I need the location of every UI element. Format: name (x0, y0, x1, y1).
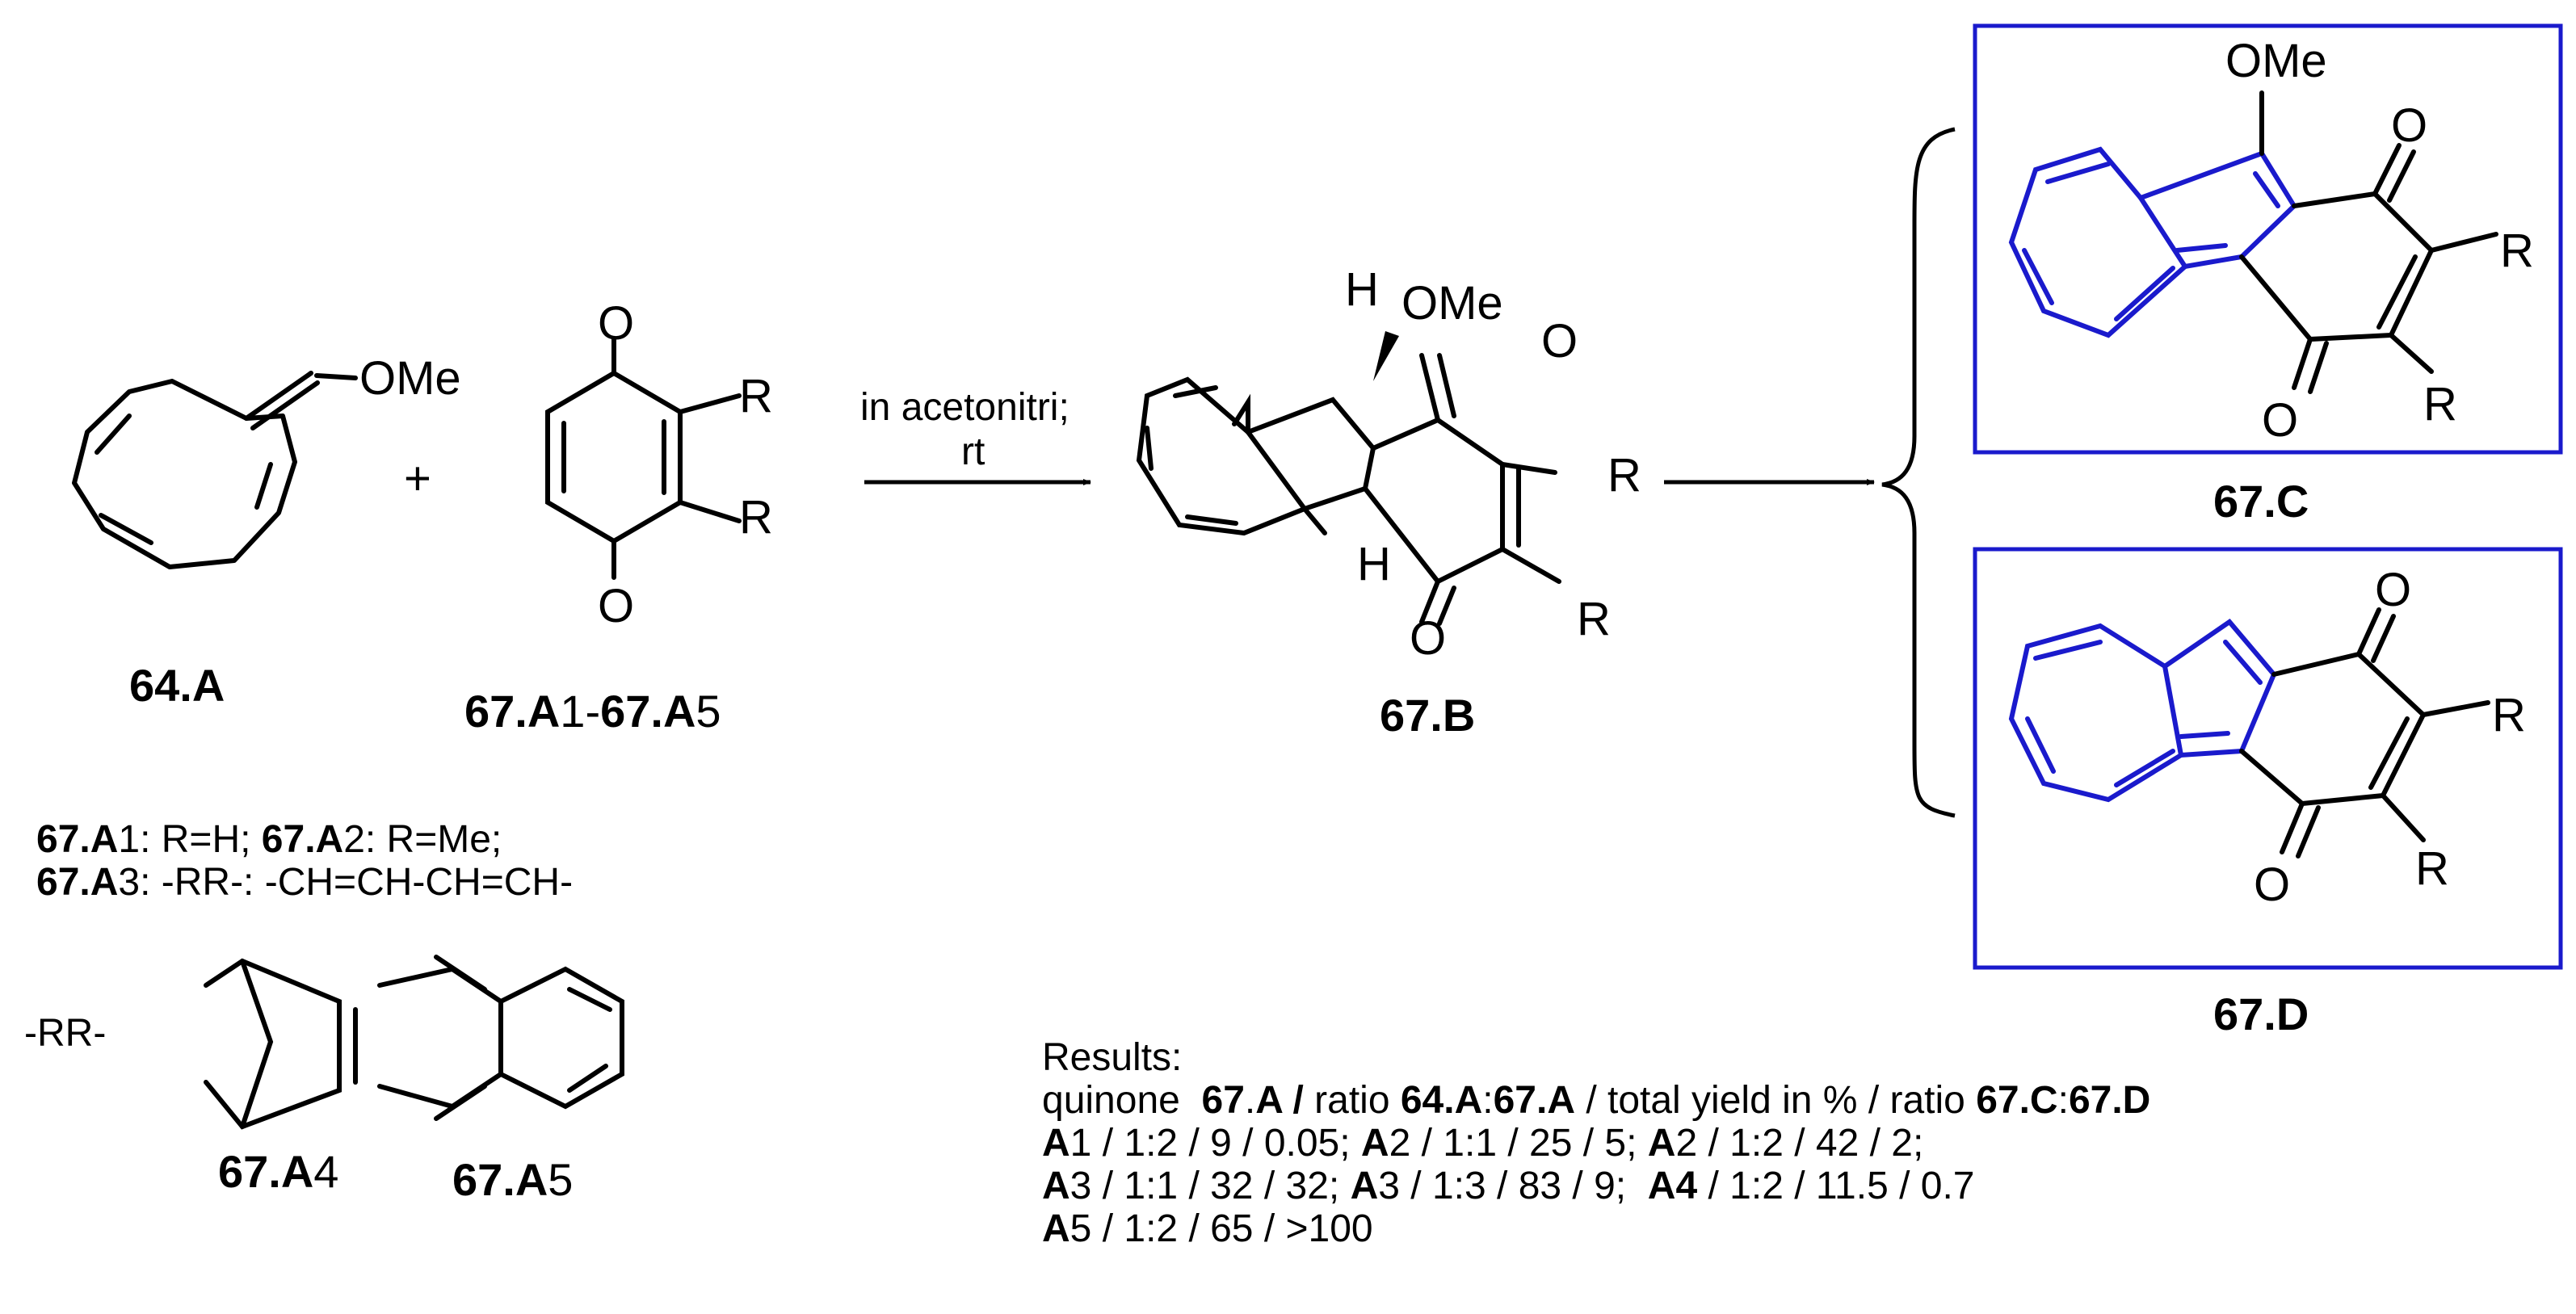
67D-r-right: R (2492, 689, 2526, 741)
text-segment: 64.A (1401, 1079, 1482, 1122)
text-segment: 67.D (2069, 1079, 2150, 1122)
67B-oxygen-top: O (1541, 315, 1578, 367)
64A-ome-label: OMe (359, 352, 461, 405)
text-segment: 67.A (1494, 1079, 1575, 1122)
text-segment: : (2058, 1079, 2069, 1122)
text-segment: A (1042, 1207, 1070, 1250)
67B-oxygen-bottom: O (1410, 612, 1446, 665)
text-segment: 2: R=Me; (343, 818, 502, 861)
67B-h-top: H (1345, 263, 1379, 316)
text-segment: 67.A (36, 818, 118, 861)
text-segment: 3 / 1:3 / 83 / 9; (1378, 1165, 1648, 1207)
text-segment: : (1482, 1079, 1493, 1122)
results-header-row: quinone 67.A / ratio 64.A:67.A / total y… (1042, 1079, 2150, 1122)
text-segment: 67.C (1976, 1079, 2057, 1122)
67A-r-top: R (739, 370, 773, 422)
structure-64A (72, 371, 358, 569)
text-segment: . (1245, 1079, 1255, 1122)
compound-67C-label: 67.C (2213, 476, 2309, 527)
67B-r-bottom: R (1577, 593, 1611, 645)
results-row-1: A1 / 1:2 / 9 / 0.05; A2 / 1:1 / 25 / 5; … (1042, 1122, 1923, 1165)
67C-oxygen-bottom: O (2262, 394, 2298, 447)
text-segment: quinone (1042, 1079, 1202, 1122)
text-segment: 67.A (36, 861, 118, 904)
text-segment: A (1361, 1122, 1389, 1165)
box-67C (1973, 23, 2563, 455)
compound-64A-label: 64.A (129, 660, 225, 711)
67A-r-bottom: R (739, 491, 773, 544)
compound-67A4-label: 67.A4 (218, 1146, 338, 1197)
definition-line-2: 67.A3: -RR-: -CH=CH-CH=CH- (36, 861, 573, 904)
compound-67B-label: 67.B (1380, 690, 1475, 741)
structure-67A4 (204, 958, 358, 1130)
67B-ome-label: OMe (1401, 277, 1503, 330)
text-segment: A4 (1648, 1165, 1698, 1207)
67A-top-oxygen: O (598, 297, 634, 350)
box-67D (1973, 547, 2563, 970)
results-row-3: A5 / 1:2 / 65 / >100 (1042, 1207, 1373, 1250)
plus-sign: + (404, 452, 431, 505)
67B-wedge-bond (1373, 331, 1399, 381)
text-segment: 67 (1202, 1079, 1245, 1122)
text-segment: A (1351, 1165, 1379, 1207)
structure-67D-azulene (2008, 618, 2277, 803)
text-segment: 1 / 1:2 / 9 / 0.05; (1070, 1122, 1361, 1165)
67B-h-bottom: H (1357, 538, 1391, 590)
67C-ome-label: OMe (2225, 35, 2327, 87)
text-segment: 3 / 1:1 / 32 / 32; (1070, 1165, 1351, 1207)
text-segment: A (1042, 1165, 1070, 1207)
67A-bottom-oxygen: O (598, 580, 634, 632)
structure-67B (1136, 353, 1561, 626)
compound-67A5-label: 67.A5 (452, 1154, 573, 1205)
text-segment: / total yield in % / ratio (1575, 1079, 1976, 1122)
results-heading: Results: (1042, 1036, 1182, 1079)
67C-r-bottom: R (2423, 378, 2457, 430)
text-segment: A (1648, 1122, 1676, 1165)
text-segment: 2 / 1:1 / 25 / 5; (1389, 1122, 1648, 1165)
structure-67C-azulene (2008, 146, 2297, 338)
definition-line-1: 67.A1: R=H; 67.A2: R=Me; (36, 818, 502, 861)
product-brace (1881, 127, 1956, 818)
structure-67A5 (377, 955, 624, 1121)
67D-r-bottom: R (2415, 842, 2449, 895)
compound-67A-range-label: 67.A1-67.A5 (464, 686, 721, 737)
condition-temperature: rt (961, 430, 985, 473)
text-segment: A (1042, 1122, 1070, 1165)
rr-label: -RR- (24, 1012, 106, 1055)
text-segment: 2 / 1:2 / 42 / 2; (1675, 1122, 1923, 1165)
67C-oxygen-top: O (2391, 99, 2427, 152)
67B-r-right: R (1607, 449, 1641, 502)
compound-67D-label: 67.D (2213, 989, 2309, 1039)
text-segment: 3: -RR-: -CH=CH-CH=CH- (118, 861, 573, 904)
text-segment: 67.A (262, 818, 343, 861)
structure-67C-quinone (2239, 90, 2498, 394)
67C-r-right: R (2500, 225, 2534, 277)
results-row-2: A3 / 1:1 / 32 / 32; A3 / 1:3 / 83 / 9; A… (1042, 1165, 1975, 1207)
condition-solvent: in acetonitri; (860, 386, 1069, 429)
text-segment: A / (1255, 1079, 1304, 1122)
text-segment: ratio (1304, 1079, 1401, 1122)
text-segment: / 1:2 / 11.5 / 0.7 (1697, 1165, 1974, 1207)
text-segment: 5 / 1:2 / 65 / >100 (1070, 1207, 1373, 1250)
text-segment: 1: R=H; (118, 818, 261, 861)
67D-oxygen-bottom: O (2254, 859, 2290, 911)
structure-67A (545, 337, 742, 580)
67D-oxygen-top: O (2375, 564, 2411, 616)
structure-67D-quinone (2239, 607, 2490, 859)
